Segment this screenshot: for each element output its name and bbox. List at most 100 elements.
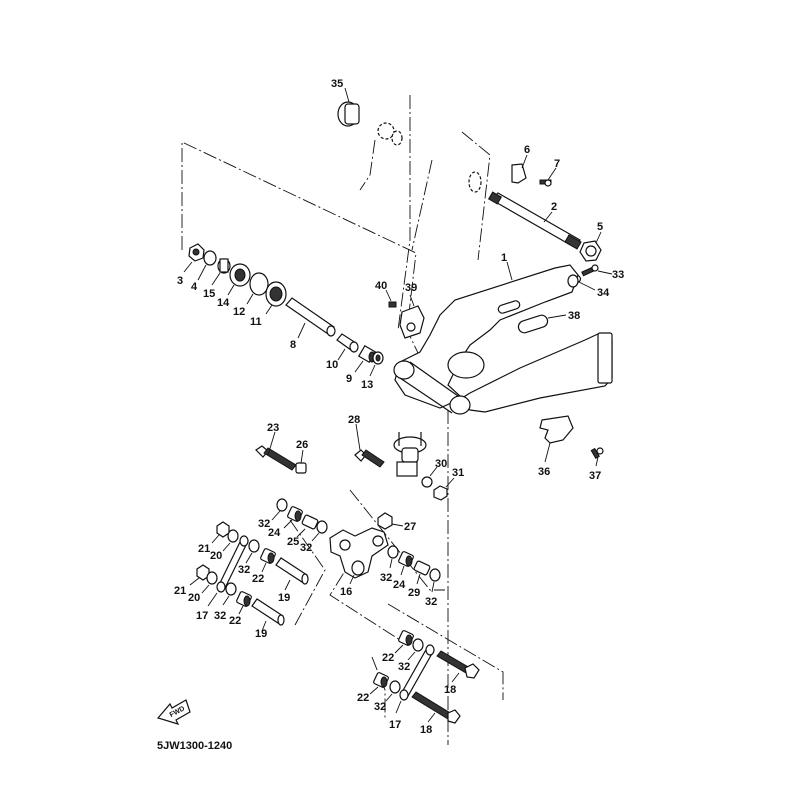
callout-24-b: 24 [393,579,406,591]
callout-18-b: 18 [420,724,432,736]
callout-32-b: 32 [300,542,312,554]
part-18-bolt-b[interactable] [411,691,461,724]
part-32-oil-seal-b[interactable] [316,520,328,534]
callout-14: 14 [217,297,230,309]
callout-22-b: 22 [229,615,241,627]
callout-28: 28 [348,414,360,426]
shock-absorber-lower-mount [393,432,427,477]
part-3-nut[interactable] [188,243,205,262]
part-31-nut[interactable] [433,485,448,501]
part-25-collar[interactable] [301,514,319,530]
part-1-rear-arm[interactable] [393,264,613,415]
callout-32-a: 32 [258,518,270,530]
part-40-screw[interactable] [388,301,397,308]
part-24-bearing-b[interactable] [398,551,414,567]
part-13-oil-seal[interactable] [372,351,384,365]
callout-21-b: 21 [174,585,186,597]
callout-6: 6 [524,144,530,156]
part-5-nut[interactable] [579,240,602,262]
part-7-bolt[interactable] [539,179,552,187]
part-32-oil-seal-e[interactable] [248,539,260,553]
part-2-pivot-shaft[interactable] [487,191,582,250]
part-39-bracket[interactable] [399,305,425,339]
callout-32-h: 32 [374,701,386,713]
callout-1: 1 [501,252,507,264]
callout-22-a: 22 [252,573,264,585]
part-16-relay-arm[interactable] [329,527,389,579]
callout-2: 2 [551,201,557,213]
callout-24-a: 24 [268,527,281,539]
part-14-oil-seal[interactable] [229,263,251,287]
part-37-screw[interactable] [590,447,604,460]
callout-23: 23 [267,422,279,434]
part-11-bearing[interactable] [265,281,287,307]
part-32-oil-seal-d[interactable] [429,568,441,582]
part-22-bearing-d[interactable] [373,672,389,688]
callout-4: 4 [191,281,198,293]
callout-39: 39 [405,282,417,294]
part-26-collar[interactable] [295,462,307,474]
part-24-bearing-a[interactable] [287,506,303,522]
part-6-plate[interactable] [511,163,527,184]
part-23-bolt[interactable] [255,445,297,471]
forward-direction-marker: FWD [156,699,191,725]
part-15-collar[interactable] [217,258,231,274]
callout-17-b: 17 [389,719,401,731]
part-12-circlip[interactable] [249,272,269,296]
callout-40: 40 [375,280,387,292]
part-27-nut[interactable] [377,512,393,530]
part-22-bearing-b[interactable] [236,591,252,607]
callout-3: 3 [177,275,183,287]
callout-37: 37 [589,470,601,482]
part-28-bolt[interactable] [354,449,385,468]
callout-32-c: 32 [380,572,392,584]
callout-34: 34 [597,287,610,299]
part-4-washer[interactable] [203,250,217,266]
callout-32-g: 32 [398,661,410,673]
part-30-washer[interactable] [421,476,433,488]
callout-5: 5 [597,221,603,233]
part-10-collar[interactable] [336,333,359,353]
part-32-oil-seal-f[interactable] [225,582,237,596]
part-19-collar-a[interactable] [275,557,309,585]
callout-20-b: 20 [188,592,200,604]
part-32-oil-seal-h[interactable] [389,680,401,694]
callout-13: 13 [361,379,373,391]
callout-22-c: 22 [382,652,394,664]
part-17-connecting-rod-a[interactable] [216,535,249,593]
part-20-washer-b[interactable] [206,571,218,585]
part-18-bolt-a[interactable] [436,650,480,679]
callout-33: 33 [612,269,624,281]
part-20-washer-a[interactable] [227,529,239,543]
part-38-cover[interactable] [517,314,549,335]
part-22-bearing-a[interactable] [260,548,276,564]
callout-36: 36 [538,466,550,478]
callout-12: 12 [233,306,245,318]
callout-29: 29 [408,587,420,599]
part-17-connecting-rod-b[interactable] [399,644,435,701]
part-32-oil-seal-a[interactable] [276,498,288,512]
callout-20-a: 20 [210,550,222,562]
callout-25: 25 [287,536,299,548]
part-29-collar[interactable] [413,560,431,576]
callout-38: 38 [568,310,580,322]
callout-35: 35 [331,78,343,90]
callout-26: 26 [296,439,308,451]
callout-19-b: 19 [255,628,267,640]
part-33-bolt[interactable] [581,264,599,277]
part-19-collar-b[interactable] [251,598,285,626]
part-32-oil-seal-g[interactable] [412,638,424,652]
part-21-nut-a[interactable] [216,521,230,538]
diagram-code: 5JW1300-1240 [157,740,232,752]
callout-7: 7 [554,158,560,170]
part-36-chain-guide[interactable] [539,415,574,444]
part-35-cap[interactable] [337,101,360,127]
part-32-oil-seal-c[interactable] [387,545,399,559]
callout-10: 10 [326,359,338,371]
callout-15: 15 [203,288,215,300]
callout-32-e: 32 [238,564,250,576]
part-22-bearing-c[interactable] [398,630,414,646]
part-8-collar[interactable] [285,297,336,337]
assembly-guide-lines [181,95,504,745]
